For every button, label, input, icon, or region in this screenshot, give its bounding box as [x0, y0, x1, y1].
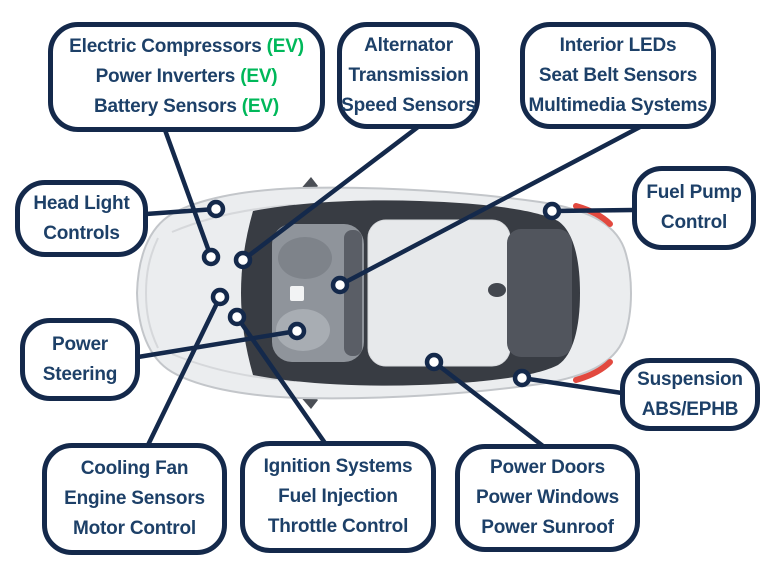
interior-console [290, 286, 304, 301]
connector-ignition-systems [234, 314, 328, 446]
front-bumper-line [144, 237, 159, 349]
callout-suspension-abs-line-1: Suspension [637, 365, 743, 395]
callout-suspension-abs-line-2: ABS/EPHB [642, 395, 739, 425]
ev-tag-label: (EV) [240, 66, 278, 87]
callout-ignition-systems-line-2: Fuel Injection [278, 482, 398, 512]
callout-head-light-controls-line-2: Controls [43, 219, 120, 249]
callout-head-light-controls-line-1: Head Light [33, 189, 129, 219]
callout-ev-systems-line-3: Battery Sensors (EV) [94, 92, 279, 122]
callout-text: Power Sunroof [481, 517, 614, 538]
callout-text: Power Inverters [95, 66, 241, 87]
connector-interior-leds [337, 124, 643, 288]
connector-dot-ev-systems [201, 247, 221, 267]
taillight-left-icon [573, 203, 613, 227]
car-body-group [135, 177, 633, 409]
connector-dot-cooling-fan [210, 287, 230, 307]
callout-alternator-line-3: Speed Sensors [341, 91, 476, 121]
callout-ev-systems: Electric Compressors (EV)Power Inverters… [48, 22, 325, 132]
callout-power-doors-line-1: Power Doors [490, 453, 605, 483]
callout-text: Power [51, 333, 109, 355]
callout-alternator-line-2: Transmission [348, 61, 468, 91]
callout-text: Speed Sensors [341, 94, 476, 116]
rear-glass [507, 229, 572, 357]
callout-text: Steering [42, 363, 118, 385]
connector-dot-head-light-controls [206, 199, 226, 219]
callout-interior-leds-line-2: Seat Belt Sensors [539, 61, 697, 91]
callout-fuel-pump-control-line-1: Fuel Pump [646, 178, 742, 208]
callout-text: Fuel Injection [278, 486, 398, 507]
connector-power-steering [135, 328, 300, 360]
callout-text: Power Doors [490, 457, 605, 478]
connector-dot-power-doors [424, 352, 444, 372]
connector-fuel-pump-control [549, 207, 637, 214]
callout-ignition-systems-line-1: Ignition Systems [264, 452, 413, 482]
callout-interior-leds-line-3: Multimedia Systems [528, 91, 707, 121]
connector-dot-power-steering [287, 321, 307, 341]
connector-suspension-abs [519, 375, 625, 396]
callout-power-steering-line-1: Power [52, 330, 108, 360]
hood-crease-top [171, 204, 296, 233]
ev-tag-label: (EV) [266, 36, 304, 57]
callout-text: Battery Sensors [93, 96, 242, 117]
connector-ev-systems [162, 127, 214, 260]
callout-power-steering-line-2: Steering [42, 360, 118, 390]
connector-power-doors [431, 359, 546, 449]
callout-text: Transmission [348, 64, 469, 86]
connector-head-light-controls [143, 206, 219, 217]
roof-antenna [488, 283, 506, 297]
callout-fuel-pump-control-line-2: Control [661, 208, 727, 238]
callout-text: Multimedia Systems [528, 94, 708, 116]
callout-ev-systems-line-2: Power Inverters (EV) [96, 62, 278, 92]
callout-text: Alternator [364, 34, 453, 56]
connector-dot-ignition-systems [227, 307, 247, 327]
connector-dot-suspension-abs [512, 368, 532, 388]
callout-alternator-line-1: Alternator [364, 31, 453, 61]
callout-text: Throttle Control [267, 516, 409, 537]
callout-cooling-fan-line-3: Motor Control [73, 514, 196, 544]
callout-text: Control [660, 212, 728, 233]
callout-text: Seat Belt Sensors [538, 64, 698, 86]
callout-text: Head Light [33, 192, 130, 214]
connector-cooling-fan [145, 294, 223, 448]
callout-text: Electric Compressors [69, 36, 267, 57]
connector-dot-interior-leds [330, 275, 350, 295]
connector-dot-fuel-pump-control [542, 201, 562, 221]
callout-power-doors-line-2: Power Windows [476, 483, 619, 513]
connector-dot-alternator [233, 250, 253, 270]
callout-text: Fuel Pump [646, 182, 742, 203]
callout-interior-leds-line-1: Interior LEDs [560, 31, 677, 61]
taillight-right-icon [573, 359, 613, 383]
callout-text: Suspension [637, 368, 743, 390]
callout-ev-systems-line-1: Electric Compressors (EV) [69, 32, 304, 62]
callout-power-doors-line-3: Power Sunroof [481, 513, 614, 543]
callout-text: Ignition Systems [263, 456, 413, 477]
callout-cooling-fan-line-1: Cooling Fan [81, 454, 189, 484]
callout-text: Cooling Fan [80, 458, 189, 479]
callout-text: Engine Sensors [64, 488, 205, 509]
callout-cooling-fan-line-2: Engine Sensors [64, 484, 205, 514]
callout-text: Controls [43, 222, 120, 244]
callout-text: Power Windows [476, 487, 619, 508]
interior-right-edge [344, 230, 362, 356]
callout-ignition-systems-line-3: Throttle Control [267, 512, 409, 542]
callout-text: Motor Control [73, 518, 196, 539]
callout-text: ABS/EPHB [641, 398, 739, 420]
interior-dash-blob-top [278, 237, 332, 279]
connector-alternator [240, 124, 421, 263]
ev-tag-label: (EV) [241, 96, 279, 117]
callout-text: Interior LEDs [559, 34, 677, 56]
